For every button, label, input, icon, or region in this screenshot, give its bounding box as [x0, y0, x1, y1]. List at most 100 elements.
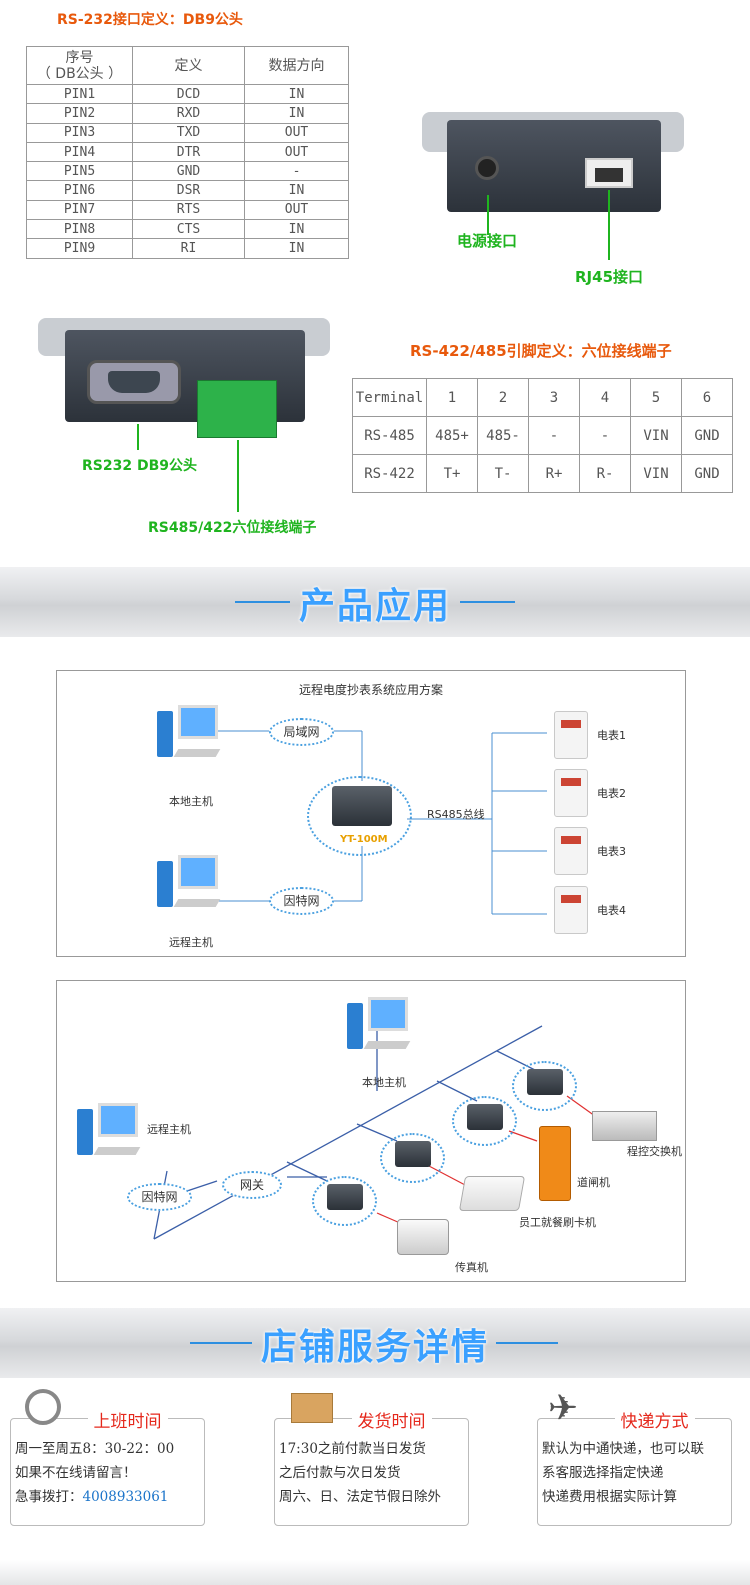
diagram2-local-label: 本地主机: [362, 1076, 406, 1089]
terminal-leader-line: [237, 440, 239, 512]
direction-cell: -: [244, 161, 349, 182]
terminal-cell: GND: [681, 454, 733, 493]
fax-machine-icon: [397, 1219, 449, 1255]
power-leader-line: [487, 195, 489, 235]
direction-cell: IN: [244, 180, 349, 201]
definition-cell: TXD: [132, 122, 245, 143]
direction-cell: IN: [244, 238, 349, 259]
terminal-cell: 1: [426, 378, 478, 417]
rs485-bus-label: RS485总线: [427, 808, 485, 821]
service-title-delivery-method: 快递方式: [614, 1412, 695, 1432]
pin-cell: PIN3: [26, 122, 133, 143]
direction-cell: IN: [244, 219, 349, 240]
meter-4-icon: [554, 886, 588, 934]
pin-cell: PIN9: [26, 238, 133, 259]
power-port-label: 电源接口: [457, 232, 518, 250]
product-application-title: 产品应用: [298, 586, 451, 627]
col-header-direction: 数据方向: [244, 46, 349, 85]
working-hours-line-1: 周一至周五8：30-22：00: [15, 1441, 175, 1457]
direction-cell: OUT: [244, 122, 349, 143]
pin-cell: PIN6: [26, 180, 133, 201]
service-title-working-hours: 上班时间: [87, 1412, 168, 1432]
delivery-line-3: 快递费用根据实际计算: [542, 1489, 677, 1505]
serial-server-1-icon: [527, 1069, 563, 1095]
card-reader-label: 员工就餐刷卡机: [519, 1216, 596, 1229]
col-header-definition: 定义: [132, 46, 245, 85]
meter-3-label: 电表3: [597, 845, 626, 858]
db9-leader-line: [137, 424, 139, 450]
diagram1-title: 远程电度抄表系统应用方案: [298, 683, 443, 697]
meter-1-label: 电表1: [597, 729, 626, 742]
pbx-icon: [592, 1111, 657, 1141]
terminal-cell: GND: [681, 416, 733, 455]
service-title-shipping-time: 发货时间: [351, 1412, 432, 1432]
meter-reading-diagram: 远程电度抄表系统应用方案 本地主机 远程主机 局域网 因特网 YT-100M R…: [56, 670, 686, 957]
node-ring-1: [512, 1061, 577, 1111]
pin-cell: PIN1: [26, 83, 133, 105]
terminal-block-icon: [197, 380, 277, 438]
definition-cell: CTS: [132, 219, 245, 240]
definition-cell: DTR: [132, 141, 245, 163]
remote-host-computer-icon: [152, 851, 222, 916]
device-model-label: YT-100M: [340, 834, 388, 845]
rj45-port-icon: [585, 158, 633, 188]
pbx-label: 程控交换机: [627, 1145, 682, 1158]
direction-cell: OUT: [244, 141, 349, 163]
alarm-clock-icon: [25, 1389, 61, 1425]
terminal-row-header: RS-485: [352, 416, 427, 455]
diagram1-remote-label: 远程主机: [169, 936, 213, 949]
service-shipping-time: 发货时间 17:30之前付款当日发货 之后付款与次日发货 周六、日、法定节假日除…: [274, 1393, 469, 1526]
terminal-cell: R-: [579, 454, 631, 493]
shipping-line-2: 之后付款与次日发货: [279, 1465, 401, 1481]
node-ring-2: [452, 1096, 517, 1146]
local-host-computer-icon: [152, 701, 222, 766]
diagram2-remote-label: 远程主机: [147, 1123, 191, 1136]
airplane-icon: ✈: [548, 1388, 579, 1429]
product-application-banner: 产品应用: [0, 567, 750, 637]
rs422-title: RS-422/485引脚定义：六位接线端子: [410, 342, 672, 360]
shipping-line-3: 周六、日、法定节假日除外: [279, 1489, 441, 1505]
direction-cell: OUT: [244, 199, 349, 221]
terminal-cell: 5: [630, 378, 682, 417]
direction-cell: IN: [244, 83, 349, 105]
meter-2-icon: [554, 769, 588, 817]
node-ring-3: [380, 1133, 445, 1183]
shop-service-title: 店铺服务详情: [260, 1327, 489, 1368]
col-header-pin: 序号 （ DB公头 ）: [26, 46, 133, 85]
direction-cell: IN: [244, 103, 349, 124]
phone-number-link[interactable]: 4008933061: [82, 1489, 169, 1505]
terminal-cell: R+: [528, 454, 580, 493]
lan-cloud: 局域网: [269, 718, 334, 746]
barrier-gate-icon: [539, 1126, 571, 1201]
definition-cell: DSR: [132, 180, 245, 201]
yt100m-device-icon: [332, 786, 392, 826]
rs232-title: RS-232接口定义：DB9公头: [57, 12, 243, 28]
phone-label: 急事拨打：: [15, 1489, 83, 1505]
node-ring-4: [312, 1176, 377, 1226]
footer-strip: [0, 1560, 750, 1585]
pin-cell: PIN4: [26, 141, 133, 163]
meter-2-label: 电表2: [597, 787, 626, 800]
gateway-cloud: 网关: [222, 1171, 282, 1199]
serial-server-2-icon: [467, 1104, 503, 1130]
terminal-cell: 3: [528, 378, 580, 417]
definition-cell: RTS: [132, 199, 245, 221]
terminal-cell: 2: [477, 378, 529, 417]
barrier-gate-label: 道闸机: [577, 1176, 610, 1189]
diagram2-local-host-icon: [342, 993, 412, 1058]
service-delivery-method: ✈ 快递方式 默认为中通快递，也可以联 系客服选择指定快递 快递费用根据实际计算: [537, 1391, 732, 1526]
device-rear-panel: [447, 120, 661, 212]
pin-cell: PIN5: [26, 161, 133, 182]
rj45-leader-line: [608, 190, 610, 260]
meter-1-icon: [554, 711, 588, 759]
diagram2-remote-host-icon: [72, 1099, 142, 1164]
shipping-line-1: 17:30之前付款当日发货: [279, 1441, 426, 1457]
